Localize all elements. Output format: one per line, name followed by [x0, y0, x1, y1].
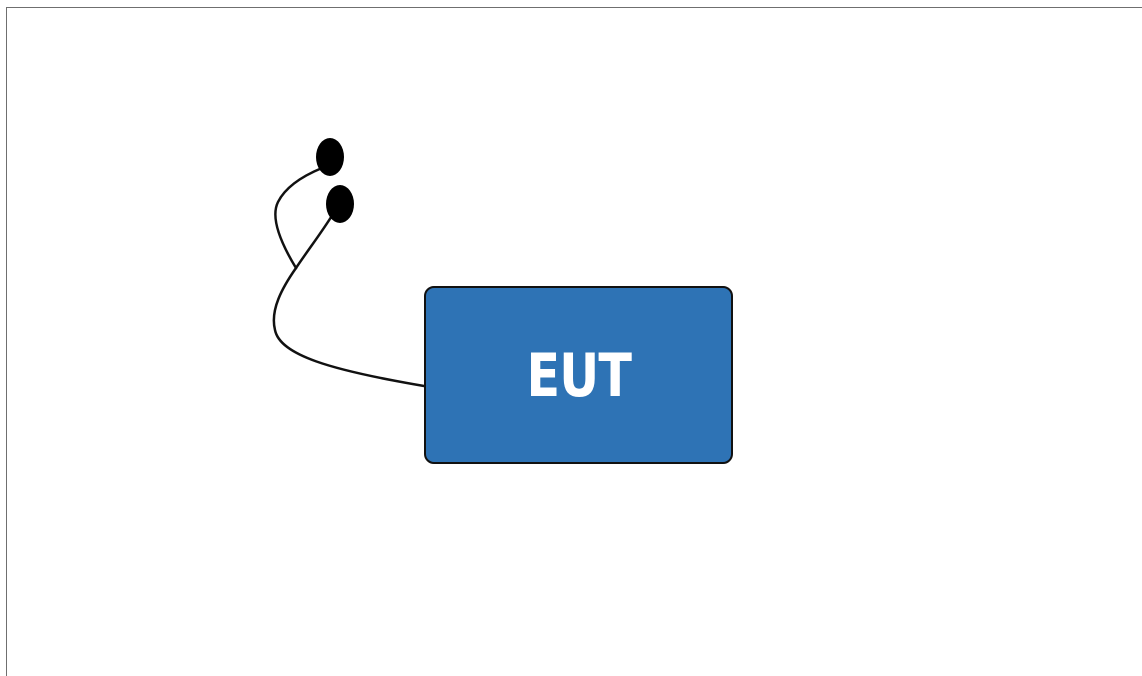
eut-device-box: EUT [424, 286, 733, 464]
earphone-cable-left-branch [274, 166, 324, 270]
earphone-cable-right-branch [294, 212, 335, 270]
earphone-cable-main [272, 266, 426, 388]
earbud-icon [326, 185, 354, 223]
diagram-frame [6, 7, 1142, 676]
eut-label: EUT [526, 341, 631, 411]
earbud-icon [316, 138, 344, 176]
